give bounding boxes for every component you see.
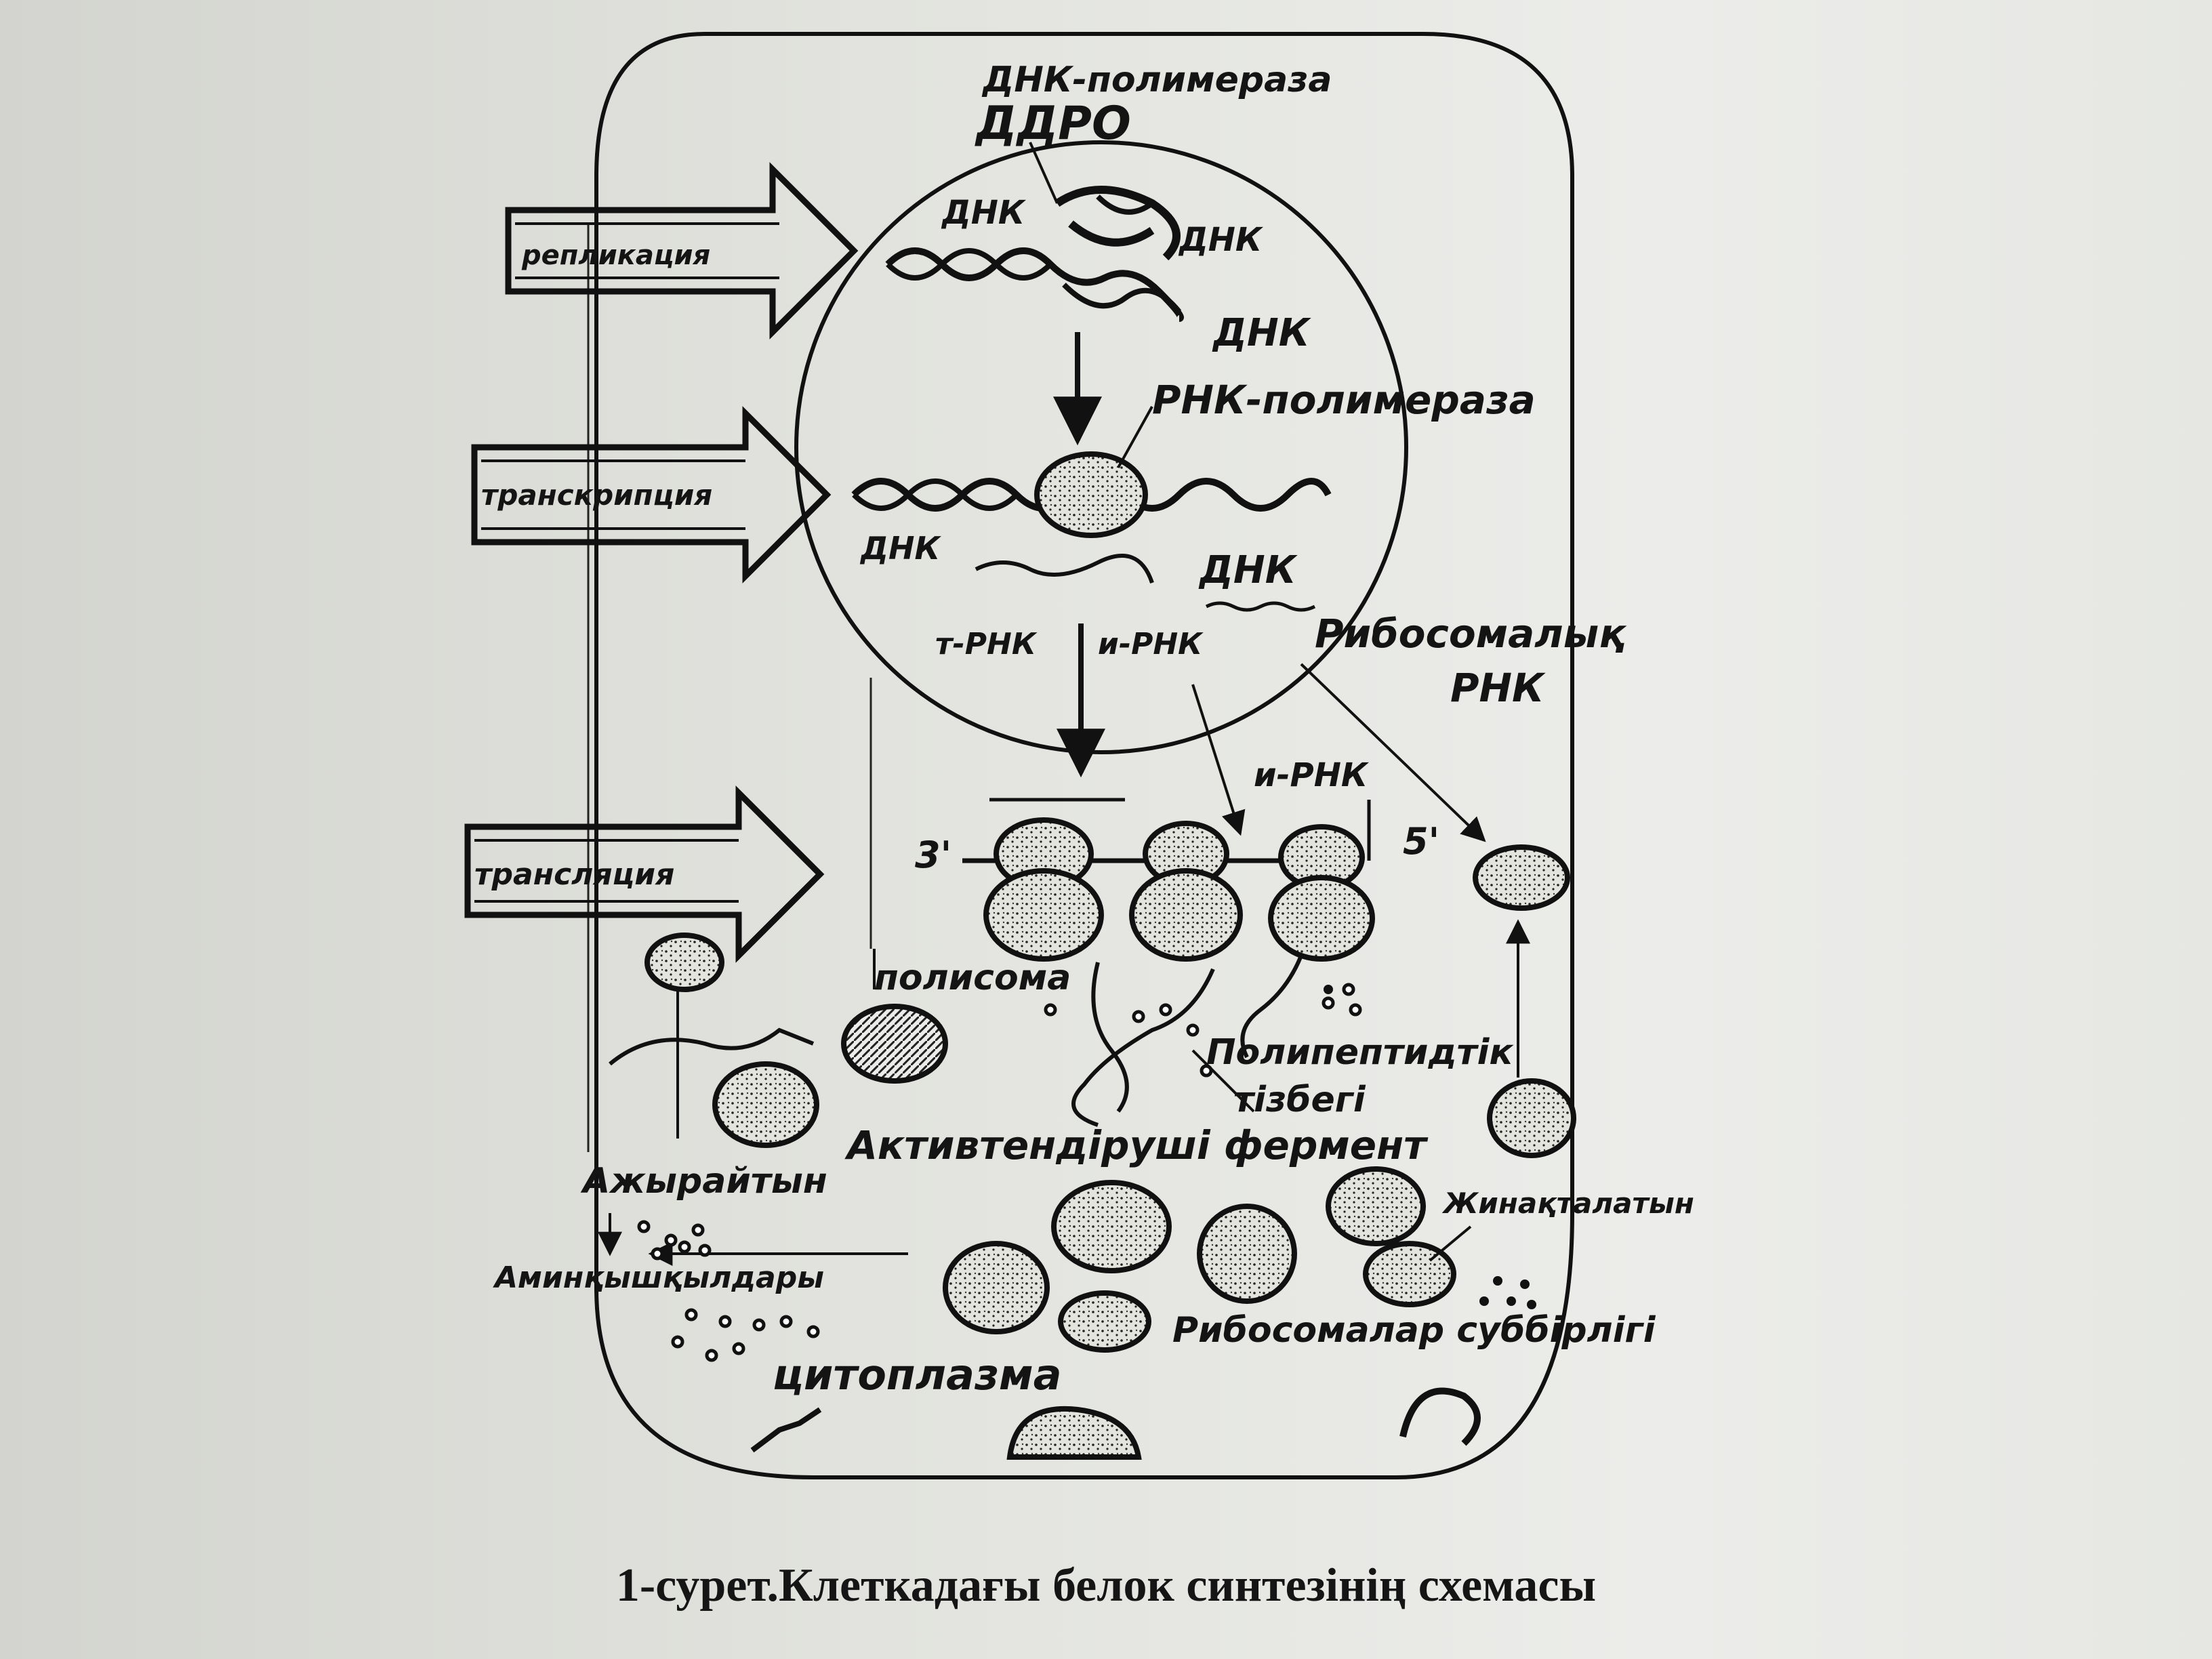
ribosome-subunits-label: Рибосомалар суббірлігі [1172, 1310, 1656, 1351]
polypeptide-label: Полипептидтік [1206, 1032, 1514, 1073]
ribosome [983, 817, 1104, 962]
ribosome [1129, 821, 1243, 962]
amino-acids-label: Аминқышқылдары [493, 1261, 824, 1295]
replication-fork [1054, 186, 1181, 261]
trna-blob [841, 1004, 948, 1084]
amino-acid-dots [637, 983, 1362, 1362]
polysoma-label: полисома [874, 958, 1071, 998]
transcription-arrow [471, 406, 832, 583]
mrna-strand [975, 554, 1154, 583]
dnk-polymerase-label: ДНК-полимераза [981, 60, 1332, 100]
i-rnk-small-label: и-РНК [1098, 627, 1204, 661]
t-rnk-label: т-РНК [935, 627, 1038, 661]
activating-enzyme-label: Активтендіруші фермент [844, 1122, 1429, 1168]
azhyraityn-label: Ажырайтын [580, 1161, 827, 1202]
free-ribosome-subunit [1473, 844, 1570, 911]
pointer-irnk [1191, 684, 1246, 836]
zhinaqtaity-label: Жинақталатын [1441, 1187, 1694, 1220]
ribosomal-rnk-label-2: РНК [1450, 665, 1546, 711]
dnk-label-5: ДНК [1198, 548, 1298, 592]
i-rnk-label: и-РНК [1254, 756, 1370, 794]
pointer-zhinaq [1429, 1225, 1472, 1262]
subunit-blob [943, 1241, 1050, 1334]
dna-helix-lower-strand [852, 478, 1331, 511]
pointer-dnk-polymerase [1029, 142, 1059, 204]
ribosome [1268, 824, 1375, 962]
subunit-blob [1197, 1204, 1297, 1304]
translation-arrow [464, 785, 825, 963]
cell-membrane [594, 32, 1574, 1479]
dnk-label-3: ДНК [1212, 311, 1312, 355]
dna-helix-upper [885, 247, 1184, 322]
polypeptide-chain [1240, 954, 1303, 1059]
subunit-blob [1058, 1290, 1151, 1353]
five-prime-label: 5' [1403, 820, 1439, 863]
ribosomal-rnk-label: Рибосомалық [1315, 611, 1627, 657]
bottom-right-fragment [1399, 1387, 1481, 1446]
bottom-left-fragment [750, 1407, 822, 1453]
polypeptide-chain [609, 1027, 815, 1066]
enzyme-blob [1487, 1078, 1576, 1158]
dnk-label-1: ДНК [941, 194, 1027, 232]
transcription-label: транскрипция [481, 478, 712, 512]
dnk-polymerase-marks: ДДРО [975, 97, 1131, 150]
three-prime-label: 3' [915, 834, 951, 876]
amino-acid-dots-dark [1324, 985, 1536, 1309]
replication-label: репликация [521, 240, 710, 271]
tizbegi-label: тізбегі [1233, 1080, 1366, 1120]
subunit-blob [1051, 1180, 1172, 1273]
replication-arrow [505, 162, 859, 340]
subunit-blob [1326, 1166, 1426, 1246]
rrna-wave [1205, 601, 1316, 612]
dnk-label-2: ДНК [1178, 221, 1264, 259]
polypeptide-chain [1091, 962, 1129, 1113]
polypeptide-chain [1071, 968, 1215, 1127]
enzyme-blob [644, 933, 724, 992]
dna-helix-upper-strand [886, 194, 1182, 314]
pointer-enzyme [1191, 1049, 1255, 1113]
cytoplasm-label: цитоплазма [773, 1350, 1062, 1399]
pointer-ribosomal [1300, 663, 1486, 842]
pointer-rnk-polymerase [1117, 406, 1153, 468]
dnk-label-4: ДНК [859, 530, 941, 567]
translation-label: трансляция [474, 857, 674, 892]
bottom-dome [1006, 1406, 1142, 1460]
rnk-polymerase-blob [1034, 451, 1148, 538]
figure-caption: 1-сурет.Клеткадағы белок синтезінің схем… [615, 1559, 1597, 1612]
rnk-polymerase-label: РНК-полимераза [1152, 377, 1536, 423]
enzyme-blob [712, 1061, 819, 1148]
